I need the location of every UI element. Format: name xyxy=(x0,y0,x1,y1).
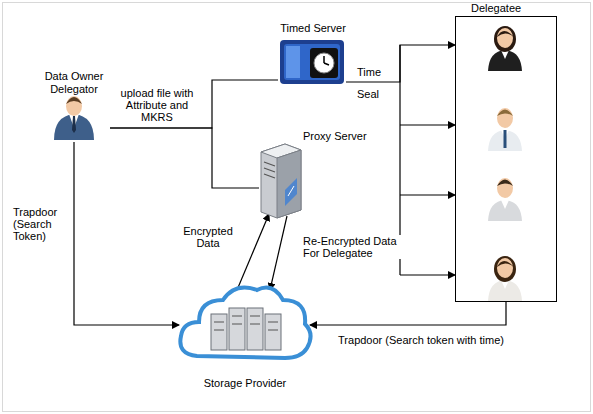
edge-label: Trapdoor (Search Token) xyxy=(12,206,72,242)
connector xyxy=(110,80,278,128)
edge-label: Re-Encrypted Data For Delegatee xyxy=(302,235,416,259)
connector xyxy=(237,214,269,290)
node-box: Data Owner Delegator xyxy=(38,70,110,142)
connector xyxy=(74,142,179,325)
delegatee-group-icon xyxy=(455,2,557,302)
edge-label: Time xyxy=(356,66,398,78)
edge-label: Encrypted Data xyxy=(176,225,240,249)
line-label: Seal xyxy=(356,88,398,100)
connector xyxy=(110,128,259,188)
edge-label: Trapdoor (Search token with time) xyxy=(330,334,512,346)
node-label: Delegatee xyxy=(471,2,557,15)
node-box: Delegatee xyxy=(455,2,557,302)
node-label: Data Owner Delegator xyxy=(38,70,110,96)
connector xyxy=(270,216,287,290)
connector xyxy=(346,45,455,82)
cloud-icon xyxy=(175,278,315,390)
connector xyxy=(310,302,506,325)
node-box: Proxy Server xyxy=(255,130,373,218)
node-label: Storage Provider xyxy=(175,377,315,390)
edge-label: upload file with Attribute and MKRS xyxy=(114,87,200,123)
node-label: Proxy Server xyxy=(303,130,373,143)
proxy-server-icon xyxy=(255,130,373,218)
node-label: Timed Server xyxy=(272,22,354,35)
node-box: Storage Provider xyxy=(175,278,315,390)
node-box: Timed Server xyxy=(272,22,354,102)
